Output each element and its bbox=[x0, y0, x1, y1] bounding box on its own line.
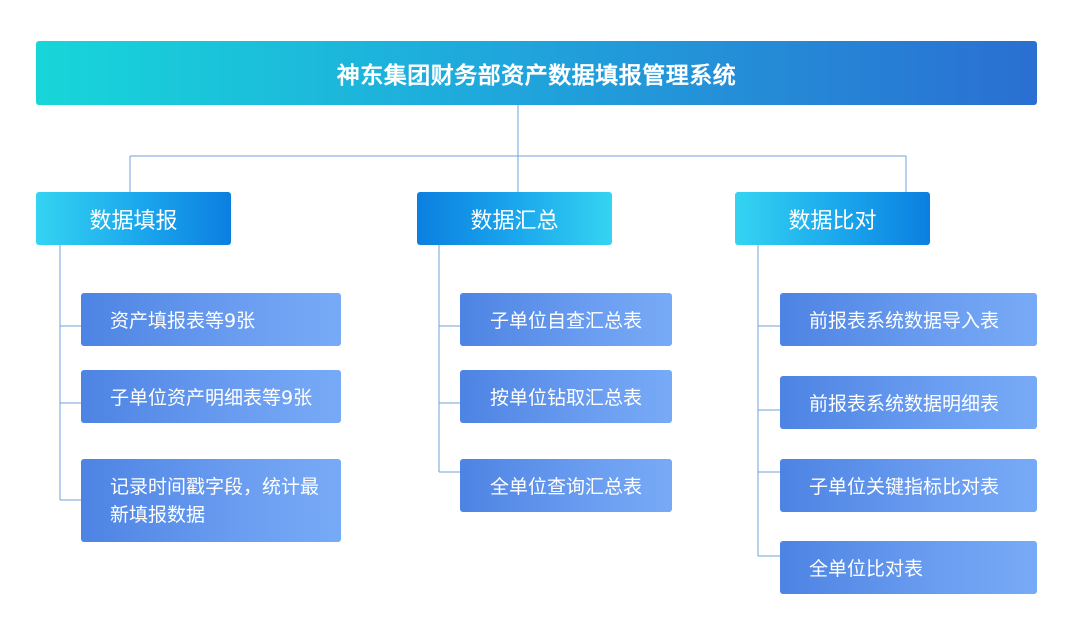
entry-item: 子单位资产明细表等9张 bbox=[81, 370, 341, 423]
comparison-item: 前报表系统数据明细表 bbox=[780, 376, 1037, 429]
summary-item: 子单位自查汇总表 bbox=[460, 293, 672, 346]
entry-item: 记录时间戳字段，统计最新填报数据 bbox=[81, 459, 341, 542]
category-data-summary: 数据汇总 bbox=[417, 192, 612, 245]
entry-item: 资产填报表等9张 bbox=[81, 293, 341, 346]
comparison-item: 前报表系统数据导入表 bbox=[780, 293, 1037, 346]
diagram-title: 神东集团财务部资产数据填报管理系统 bbox=[36, 41, 1037, 105]
comparison-item: 全单位比对表 bbox=[780, 541, 1037, 594]
category-data-comparison: 数据比对 bbox=[735, 192, 930, 245]
summary-item: 全单位查询汇总表 bbox=[460, 459, 672, 512]
category-data-entry: 数据填报 bbox=[36, 192, 231, 245]
comparison-item: 子单位关键指标比对表 bbox=[780, 459, 1037, 512]
summary-item: 按单位钻取汇总表 bbox=[460, 370, 672, 423]
